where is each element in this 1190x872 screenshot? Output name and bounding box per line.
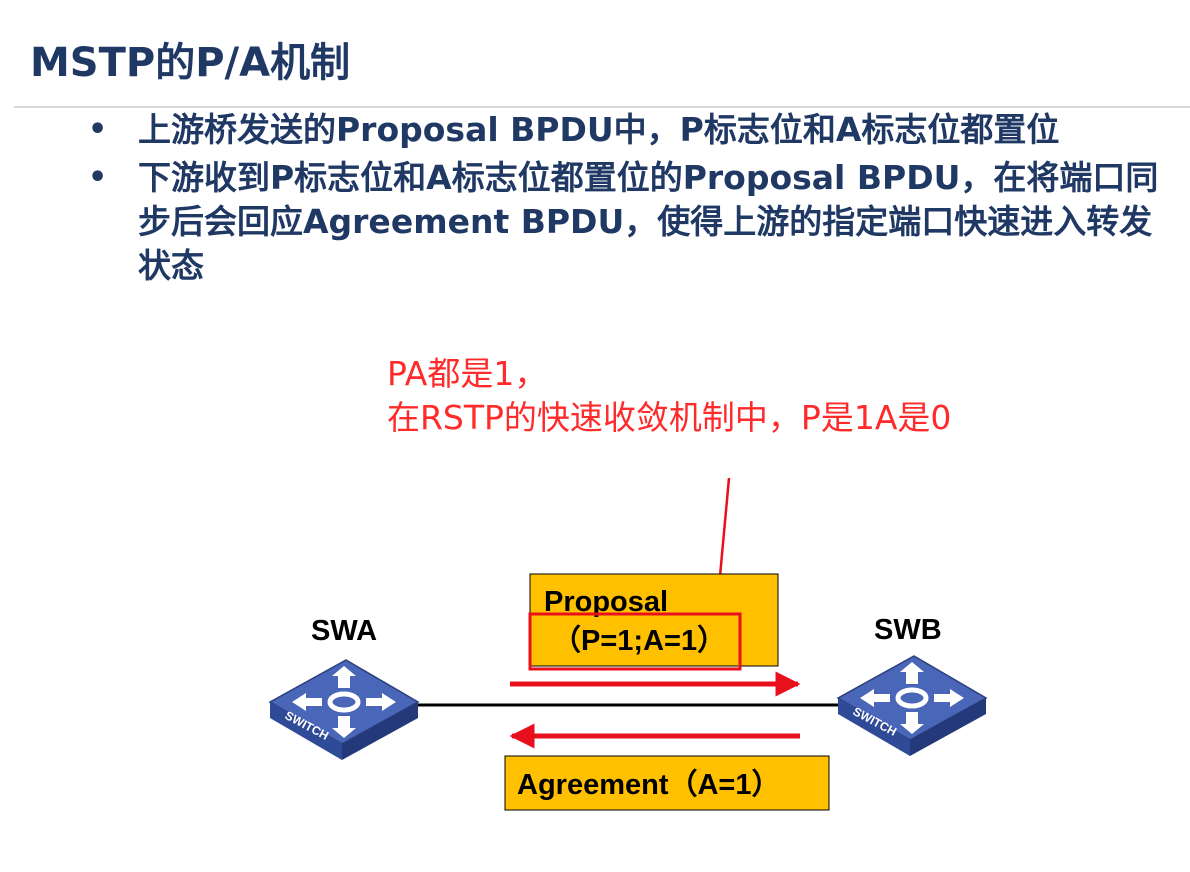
proposal-flags: （P=1;A=1） xyxy=(552,624,726,657)
bullet-list: • 上游桥发送的Proposal BPDU中，P标志位和A标志位都置位 • 下游… xyxy=(86,108,1176,292)
switch-a-label: SWA xyxy=(311,615,377,647)
switch-b-label: SWB xyxy=(874,614,942,646)
page-title: MSTP的P/A机制 xyxy=(30,40,351,86)
bullet-dot: • xyxy=(88,160,108,195)
annotation-line-1: PA都是1， xyxy=(387,354,548,393)
switch-b: SWITCH xyxy=(836,655,988,756)
bullet-text: 上游桥发送的Proposal BPDU中，P标志位和A标志位都置位 xyxy=(138,110,1060,149)
switch-icon: SWITCH xyxy=(836,655,988,756)
agreement-label: Agreement（A=1） xyxy=(517,768,781,801)
annotation-note: PA都是1， 在RSTP的快速收敛机制中，P是1A是0 xyxy=(387,352,951,440)
annotation-line-2: 在RSTP的快速收敛机制中，P是1A是0 xyxy=(387,398,952,437)
switch-a: SWITCH xyxy=(268,659,420,760)
bullet-text: 下游收到P标志位和A标志位都置位的Proposal BPDU，在将端口同步后会回… xyxy=(138,158,1159,285)
proposal-flags-highlight xyxy=(528,612,742,671)
agreement-box xyxy=(504,755,830,811)
switch-icon: SWITCH xyxy=(268,659,420,760)
title-divider xyxy=(14,106,1190,108)
bullet-item: • 上游桥发送的Proposal BPDU中，P标志位和A标志位都置位 xyxy=(86,108,1176,152)
bullet-item: • 下游收到P标志位和A标志位都置位的Proposal BPDU，在将端口同步后… xyxy=(86,156,1176,288)
bullet-dot: • xyxy=(88,112,108,147)
